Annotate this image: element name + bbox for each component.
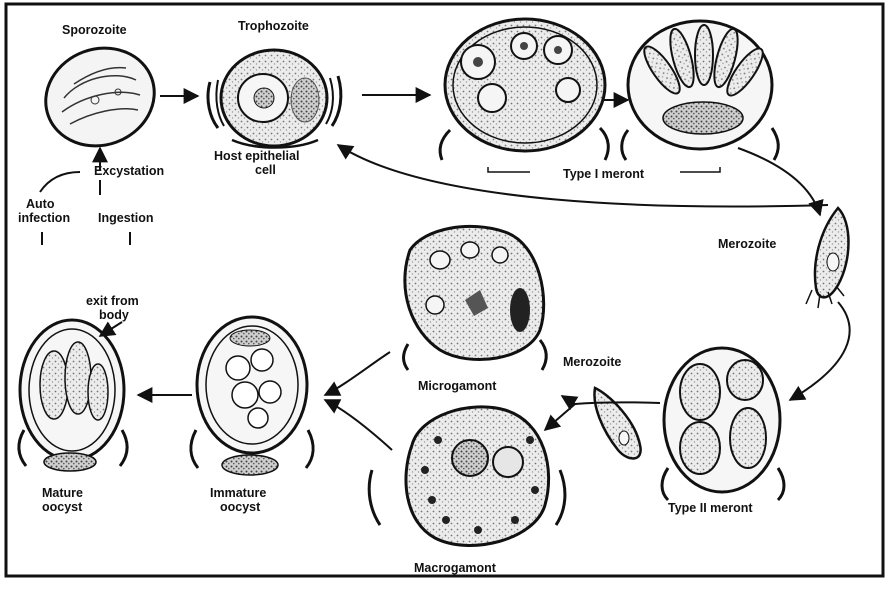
label-mature-line2: oocyst <box>42 500 83 514</box>
trophozoite-figure <box>208 50 341 148</box>
label-mature-line1: Mature <box>42 486 83 500</box>
mature-oocyst-figure <box>19 320 127 471</box>
macrogamont-figure <box>369 407 565 546</box>
label-trophozoite: Trophozoite <box>238 19 309 33</box>
merozoite-right-figure <box>806 208 849 308</box>
label-sporozoite: Sporozoite <box>62 23 127 37</box>
label-type1-meront: Type I meront <box>563 167 645 181</box>
microgamont-figure <box>404 226 547 370</box>
merozoite-mid-figure <box>594 388 640 458</box>
label-immature-line1: Immature <box>210 486 266 500</box>
label-host-line2: cell <box>255 163 276 177</box>
sporozoite-figure <box>32 33 168 161</box>
label-exit-line2: body <box>99 308 129 322</box>
label-auto-line1: Auto <box>26 197 55 211</box>
type2-meront-figure <box>662 348 784 500</box>
label-microgamont: Microgamont <box>418 379 497 393</box>
label-immature-line2: oocyst <box>220 500 261 514</box>
type1-meront-mature-figure <box>622 21 779 160</box>
label-ingestion: Ingestion <box>98 211 154 225</box>
type1-meront-early-figure <box>440 19 608 160</box>
label-auto-line2: infection <box>18 211 70 225</box>
label-macrogamont: Macrogamont <box>414 561 497 575</box>
label-excystation: Excystation <box>94 164 164 178</box>
label-type2-meront: Type II meront <box>668 501 753 515</box>
immature-oocyst-figure <box>191 317 313 475</box>
label-merozoite-mid: Merozoite <box>563 355 621 369</box>
label-exit-line1: exit from <box>86 294 139 308</box>
label-host-line1: Host epithelial <box>214 149 299 163</box>
label-merozoite-right: Merozoite <box>718 237 776 251</box>
